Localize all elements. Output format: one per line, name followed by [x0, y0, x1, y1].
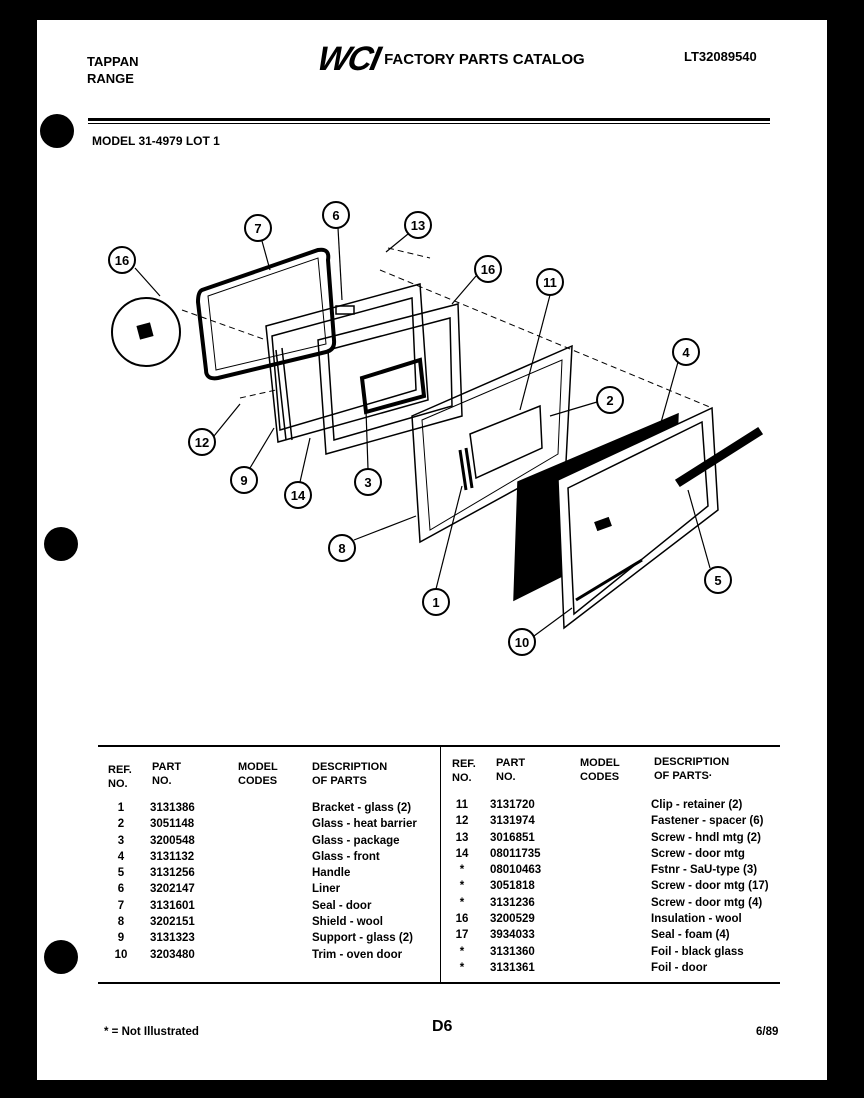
brand-line1: TAPPAN	[87, 54, 139, 69]
glass-package-window	[359, 357, 427, 415]
header-rule-thin	[88, 123, 770, 124]
callout-17: 16	[108, 246, 136, 274]
col-header-part-right: PART NO.	[496, 757, 526, 783]
col-header-model-right: MODEL CODES	[580, 757, 620, 783]
callout-label: 16	[481, 262, 495, 277]
liner-part	[265, 283, 429, 443]
callout-11: 11	[536, 268, 564, 296]
callout-3: 3	[354, 468, 382, 496]
col-header-ref: REF. NO.	[108, 764, 132, 790]
binder-hole	[44, 940, 78, 974]
glass-package-part	[317, 303, 463, 455]
col-header-model: MODEL CODES	[238, 761, 278, 787]
table-bottom-rule	[98, 982, 780, 984]
callout-9: 9	[230, 466, 258, 494]
callout-1: 1	[422, 588, 450, 616]
callout-label: 3	[364, 475, 371, 490]
brand: TAPPAN RANGE	[87, 53, 139, 87]
right-desc-column: Clip - retainer (2) Fastener - spacer (6…	[651, 799, 769, 974]
outer-door-part	[557, 406, 719, 630]
table-divider	[440, 745, 441, 982]
callout-label: 1	[432, 595, 439, 610]
header-rule	[88, 118, 770, 121]
catalog-date: 6/89	[756, 1026, 779, 1038]
col-header-part: PART NO.	[152, 761, 182, 787]
col-header-ref-right: REF. NO.	[452, 758, 476, 784]
callout-label: 14	[291, 488, 306, 503]
callout-4: 4	[672, 338, 700, 366]
left-desc-column: Bracket - glass (2) Glass - heat barrier…	[312, 802, 417, 961]
handle-part	[674, 426, 764, 488]
right-part-column: 3131720 3131974 3016851 08011735 0801046…	[490, 799, 542, 974]
liner-bracket	[335, 305, 355, 315]
footnote: * = Not Illustrated	[104, 1026, 199, 1038]
table-top-rule	[98, 745, 780, 747]
callout-10: 10	[508, 628, 536, 656]
callout-7: 7	[244, 214, 272, 242]
wci-logo: WCI	[314, 40, 383, 78]
page-number: D6	[432, 1018, 453, 1035]
callout-label: 11	[543, 275, 557, 290]
callout-label: 5	[714, 573, 721, 588]
catalog-page	[37, 20, 827, 1080]
left-ref-column: 1 2 3 4 5 6 7 8 9 10	[114, 802, 128, 961]
binder-hole	[40, 114, 74, 148]
right-ref-column: 11 12 13 14 * * * 16 17 * *	[455, 799, 469, 974]
callout-label: 10	[515, 635, 529, 650]
exploded-diagram: 16 7 6 13 16 11 4 2 12 9 14 3 8 5 1 10	[108, 201, 764, 656]
callout-6: 6	[322, 201, 350, 229]
seal-door-part	[195, 247, 337, 381]
callout-14: 14	[284, 481, 312, 509]
callout-5: 5	[704, 566, 732, 594]
callout-label: 9	[240, 473, 247, 488]
col-header-desc: DESCRIPTION OF PARTS	[312, 761, 388, 787]
callout-label: 16	[115, 253, 129, 268]
binder-hole	[44, 527, 78, 561]
model-number: MODEL 31-4979 LOT 1	[92, 134, 220, 148]
callout-12: 12	[188, 428, 216, 456]
callout-label: 13	[411, 218, 425, 233]
left-part-column: 3131386 3051148 3200548 3131132 3131256 …	[150, 802, 195, 961]
callout-8: 8	[328, 534, 356, 562]
callout-label: 2	[606, 393, 613, 408]
callout-13: 13	[404, 211, 432, 239]
callout-16: 16	[474, 255, 502, 283]
catalog-header: WCI FACTORY PARTS CATALOG	[314, 40, 585, 79]
callout-label: 6	[332, 208, 339, 223]
callout-label: 8	[338, 541, 345, 556]
callout-label: 7	[254, 221, 261, 236]
callout-label: 12	[195, 435, 209, 450]
catalog-number: LT32089540	[684, 49, 757, 64]
callout-label: 4	[682, 345, 690, 360]
callout-2: 2	[596, 386, 624, 414]
brand-line2: RANGE	[87, 71, 134, 86]
col-header-desc-right: DESCRIPTION OF PARTS·	[654, 756, 730, 782]
catalog-title: FACTORY PARTS CATALOG	[384, 51, 585, 68]
